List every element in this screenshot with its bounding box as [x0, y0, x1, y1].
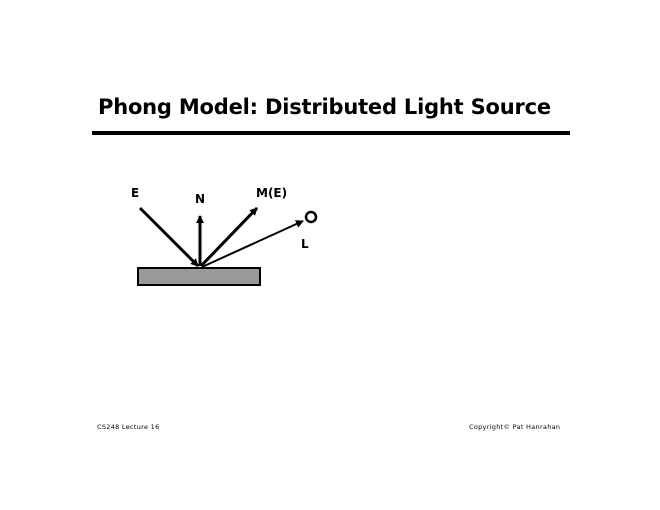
label-m-e: M(E) — [256, 186, 287, 200]
title-rule — [92, 131, 570, 135]
eye-ray — [138, 206, 200, 268]
surface — [137, 267, 261, 286]
label-n: N — [195, 192, 205, 206]
label-e: E — [131, 186, 139, 200]
mirror-vector — [199, 206, 259, 268]
footer-copyright: Copyright© Pat Hanrahan — [469, 423, 561, 431]
light-vector — [201, 220, 304, 268]
light-source-icon — [304, 210, 318, 224]
slide-title: Phong Model: Distributed Light Source — [98, 95, 551, 119]
footer-course: CS248 Lecture 16 — [97, 423, 160, 431]
label-l: L — [301, 237, 309, 251]
